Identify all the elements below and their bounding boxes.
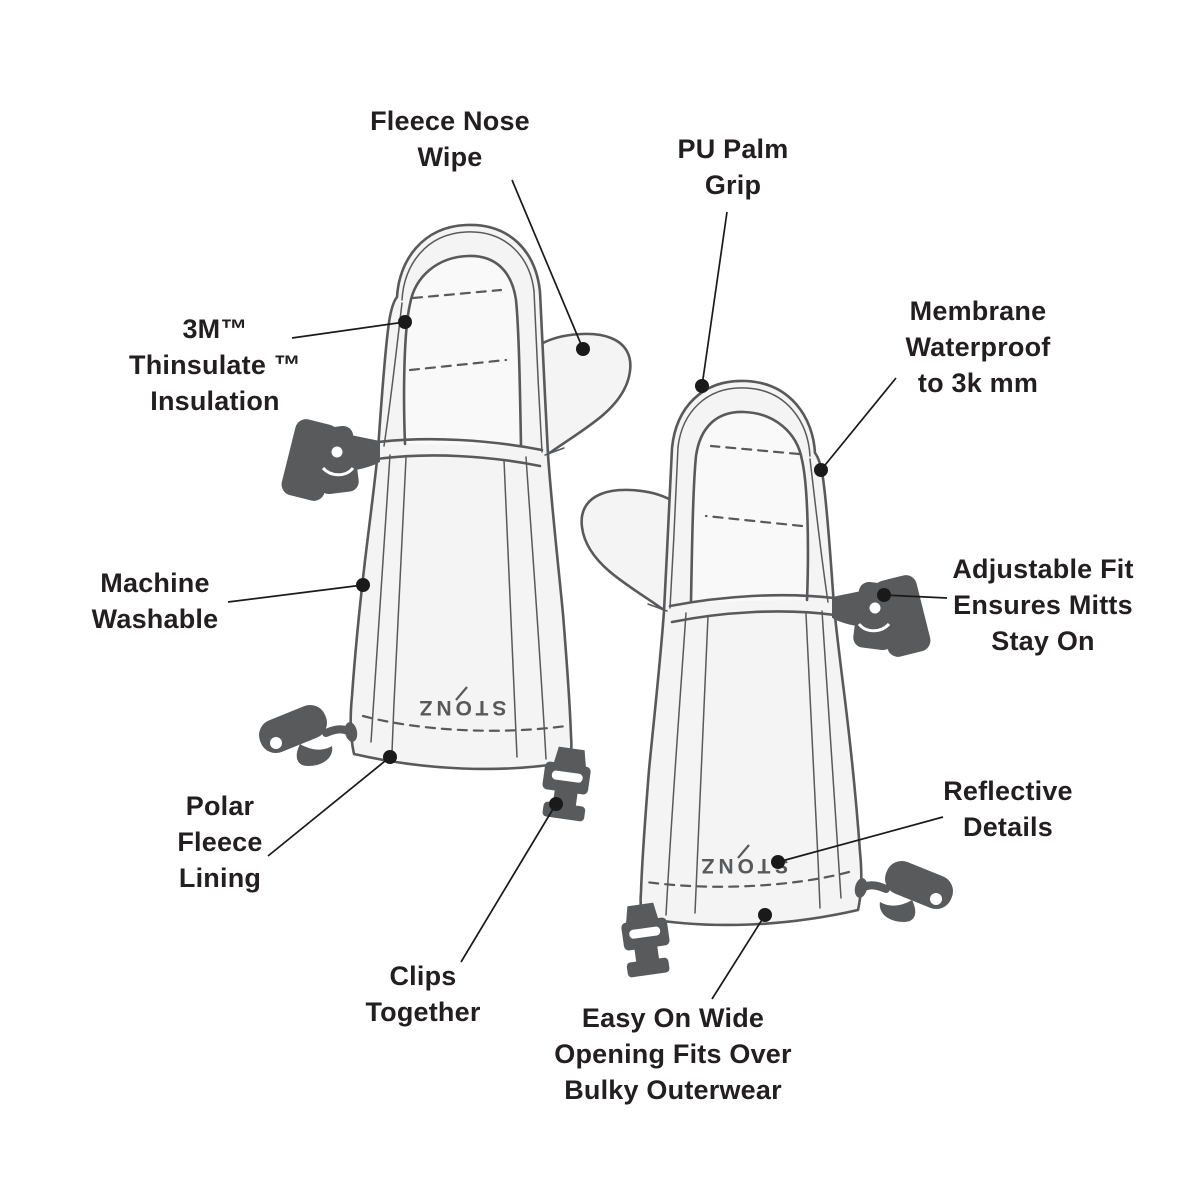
callout-line: Bulky Outerwear: [564, 1075, 782, 1105]
brand-logo-left: STONZ: [416, 686, 507, 719]
callout-easy-on-wide-opening: Easy On Wide Opening Fits Over Bulky Out…: [498, 1000, 848, 1108]
callout-line: Wipe: [417, 142, 483, 172]
callout-polar-fleece-lining: Polar Fleece Lining: [140, 788, 300, 896]
callout-line: PU Palm: [677, 134, 789, 164]
right-mitten: [582, 381, 958, 978]
svg-text:STONZ: STONZ: [698, 854, 789, 877]
callout-line: Details: [963, 812, 1053, 842]
callout-line: Stay On: [991, 626, 1095, 656]
callout-line: Polar: [185, 791, 255, 821]
callout-line: Fleece: [177, 827, 263, 857]
callout-line: Adjustable Fit: [952, 554, 1134, 584]
callout-line: Thinsulate ™: [129, 350, 301, 380]
callout-line: to 3k mm: [917, 368, 1039, 398]
callout-line: Fleece Nose: [370, 106, 530, 136]
callout-line: Membrane: [909, 296, 1047, 326]
svg-text:STONZ: STONZ: [416, 696, 507, 719]
callout-line: Washable: [91, 604, 219, 634]
brand-logo-right: STONZ: [698, 844, 789, 877]
callout-line: Reflective: [943, 776, 1073, 806]
callout-adjustable-fit: Adjustable Fit Ensures Mitts Stay On: [913, 551, 1173, 659]
callout-line: Together: [365, 997, 481, 1027]
callout-clips-together: Clips Together: [323, 958, 523, 1030]
callout-machine-washable: Machine Washable: [35, 565, 275, 637]
callout-membrane-waterproof: Membrane Waterproof to 3k mm: [853, 293, 1103, 401]
callout-line: 3M™: [182, 314, 248, 344]
callout-line: Opening Fits Over: [554, 1039, 792, 1069]
callout-line: Waterproof: [905, 332, 1051, 362]
callout-fleece-nose-wipe: Fleece Nose Wipe: [320, 103, 580, 175]
leader-lines: [227, 179, 948, 1000]
callout-line: Clips: [389, 961, 457, 991]
callout-line: Easy On Wide: [581, 1003, 765, 1033]
callout-line: Insulation: [150, 386, 280, 416]
callout-line: Ensures Mitts: [953, 590, 1133, 620]
callout-reflective-details: Reflective Details: [888, 773, 1128, 845]
callout-line: Machine: [100, 568, 210, 598]
callout-thinsulate-insulation: 3M™ Thinsulate ™ Insulation: [75, 311, 355, 419]
callout-line: Grip: [704, 170, 762, 200]
callout-pu-palm-grip: PU Palm Grip: [633, 131, 833, 203]
leader-dots: [356, 315, 891, 922]
callout-line: Lining: [178, 863, 262, 893]
